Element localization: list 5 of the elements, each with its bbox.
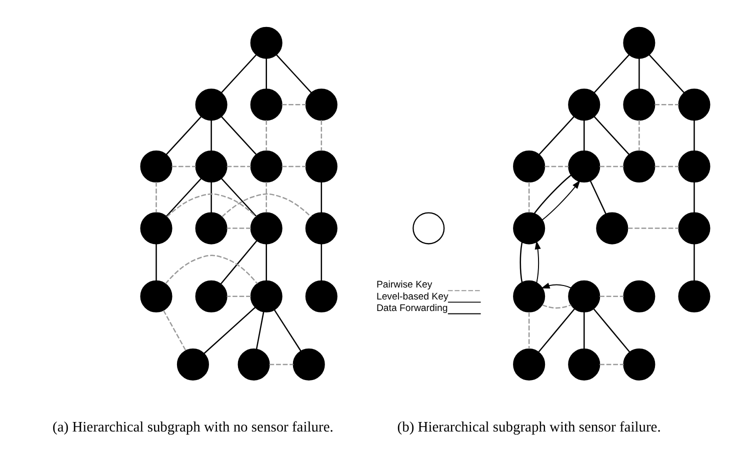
legend-label: Data Forwarding: [376, 302, 448, 314]
legend-label: Pairwise Key: [376, 280, 432, 291]
label: (a) Hierarchical subgraph with no sensor failure.: [52, 420, 334, 436]
legend-label: Level-based Key: [376, 291, 448, 302]
label: (b) Hierarchical subgraph with sensor failure.: [397, 420, 661, 436]
